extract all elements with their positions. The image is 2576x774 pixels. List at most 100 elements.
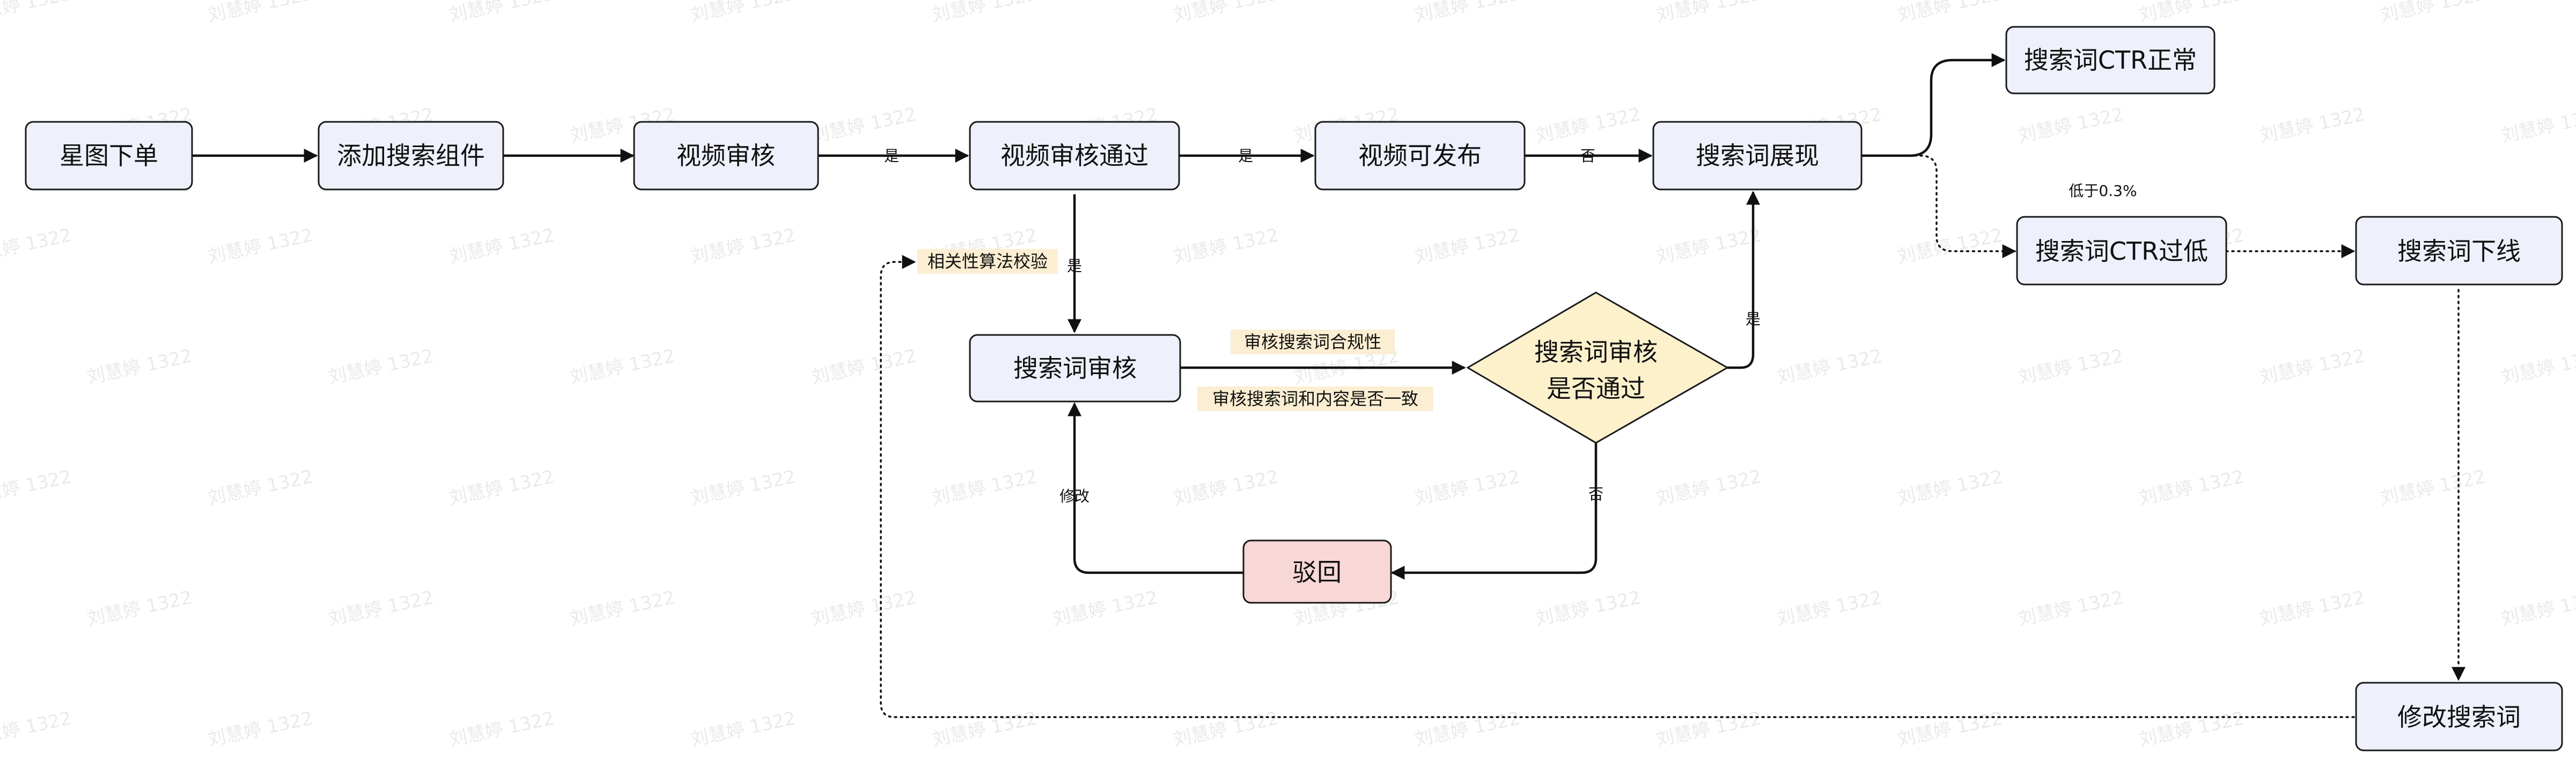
watermark-text: 刘慧婷 1322: [2379, 466, 2487, 509]
watermark-text: 刘慧婷 1322: [1896, 0, 2005, 26]
watermark-text: 刘慧婷 1322: [568, 345, 677, 389]
watermark-text: 刘慧婷 1322: [0, 224, 73, 268]
watermark-text: 刘慧婷 1322: [1654, 224, 1763, 268]
watermark-text: 刘慧婷 1322: [2499, 345, 2576, 389]
watermark-text: 刘慧婷 1322: [327, 345, 436, 389]
node-review-decision[interactable]: 搜索词审核 是否通过: [1466, 291, 1729, 444]
watermark-text: 刘慧婷 1322: [2258, 345, 2367, 389]
node-video-review[interactable]: 视频审核: [633, 121, 819, 191]
node-video-review-label: 视频审核: [676, 141, 775, 170]
watermark-text: 刘慧婷 1322: [930, 707, 1039, 751]
relevance-label-bg: [917, 249, 1058, 274]
watermark-text: 刘慧婷 1322: [1413, 0, 1522, 26]
watermark-text: 刘慧婷 1322: [1896, 466, 2005, 509]
watermark-text: 刘慧婷 1322: [85, 345, 194, 389]
watermark-text: 刘慧婷 1322: [206, 0, 315, 26]
edge-label-modify: 修改: [1059, 487, 1090, 505]
watermark-text: 刘慧婷 1322: [809, 345, 918, 389]
node-ctr-low-label: 搜索词CTR过低: [2035, 237, 2208, 266]
node-video-publishable[interactable]: 视频可发布: [1314, 121, 1526, 191]
watermark-text: 刘慧婷 1322: [2499, 104, 2576, 147]
node-video-publishable-label: 视频可发布: [1358, 141, 1482, 170]
node-keyword-offline-label: 搜索词下线: [2397, 237, 2521, 266]
watermark-text: 刘慧婷 1322: [1172, 466, 1280, 509]
watermark-text: 刘慧婷 1322: [2379, 0, 2487, 26]
watermark-text: 刘慧婷 1322: [689, 466, 798, 509]
watermark-text: 刘慧婷 1322: [2137, 0, 2246, 26]
watermark-text: 刘慧婷 1322: [2137, 466, 2246, 509]
node-modify-keyword[interactable]: 修改搜索词: [2355, 682, 2563, 751]
watermark-text: 刘慧婷 1322: [2258, 104, 2367, 147]
watermark-text: 刘慧婷 1322: [2137, 707, 2246, 751]
nodes: 星图下单 添加搜索组件 视频审核 视频审核通过 视频可发布 搜索词展现 搜索词C…: [25, 26, 2563, 751]
watermark-text: 刘慧婷 1322: [1654, 466, 1763, 509]
node-xingtu[interactable]: 星图下单: [25, 121, 193, 191]
watermark-text: 刘慧婷 1322: [809, 587, 918, 630]
consistency-label-bg: [1197, 386, 1433, 411]
node-keyword-display[interactable]: 搜索词展现: [1652, 121, 1863, 191]
edge-display-to-ctr-low: [1860, 155, 2016, 258]
watermark-text: 刘慧婷 1322: [206, 466, 315, 509]
node-add-component[interactable]: 添加搜索组件: [318, 121, 504, 191]
watermark-text: 刘慧婷 1322: [206, 707, 315, 751]
watermark-text: 刘慧婷 1322: [689, 707, 798, 751]
watermark-text: 刘慧婷 1322: [206, 224, 315, 268]
watermark-text: 刘慧婷 1322: [1172, 224, 1280, 268]
node-keyword-display-label: 搜索词展现: [1696, 141, 1819, 170]
compliance-label-bg: [1231, 330, 1395, 354]
edge-label-yes-1: 是: [884, 147, 899, 165]
watermark-text: 刘慧婷 1322: [1413, 224, 1522, 268]
edge-label-yes-2: 是: [1238, 147, 1253, 165]
node-keyword-review-label: 搜索词审核: [1013, 354, 1137, 383]
watermark-text: 刘慧婷 1322: [809, 104, 918, 147]
watermark-text: 刘慧婷 1322: [1172, 0, 1280, 26]
edge-label-yes-down: 是: [1067, 257, 1082, 275]
node-xingtu-label: 星图下单: [60, 141, 158, 170]
edge-label-relevance-check: 相关性算法校验: [928, 251, 1048, 272]
watermark-text: 刘慧婷 1322: [2016, 345, 2125, 389]
watermark-text: 刘慧婷 1322: [327, 587, 436, 630]
watermark-text: 刘慧婷 1322: [930, 466, 1039, 509]
watermark-text: 刘慧婷 1322: [0, 466, 73, 509]
watermark-text: 刘慧婷 1322: [447, 466, 556, 509]
node-reject-label: 驳回: [1292, 558, 1342, 587]
edge-decision-to-reject: [1390, 441, 1598, 580]
watermark-text: 刘慧婷 1322: [930, 0, 1039, 26]
watermark-text: 刘慧婷 1322: [689, 0, 798, 26]
node-modify-keyword-label: 修改搜索词: [2397, 703, 2521, 732]
edges: [192, 53, 2465, 718]
edge-display-to-ctr-normal: [1861, 53, 2006, 157]
watermark-layer: 刘慧婷 1322 刘慧婷 1322 刘慧婷 1322 刘慧婷 1322 刘慧婷 1322…: [0, 0, 2576, 751]
node-video-review-pass[interactable]: 视频审核通过: [969, 121, 1180, 191]
watermark-text: 刘慧婷 1322: [1172, 707, 1280, 751]
node-ctr-low[interactable]: 搜索词CTR过低: [2016, 216, 2227, 286]
watermark-text: 刘慧婷 1322: [1534, 104, 1643, 147]
watermark-text: 刘慧婷 1322: [2258, 587, 2367, 630]
edge-label-compliance: 审核搜索词合规性: [1244, 332, 1381, 352]
watermark-text: 刘慧婷 1322: [1775, 587, 1884, 630]
watermark-text: 刘慧婷 1322: [1654, 0, 1763, 26]
watermark-text: 刘慧婷 1322: [689, 224, 798, 268]
watermark-text: 刘慧婷 1322: [0, 707, 73, 751]
node-keyword-review[interactable]: 搜索词审核: [969, 334, 1181, 403]
node-ctr-normal[interactable]: 搜索词CTR正常: [2005, 26, 2216, 94]
watermark-text: 刘慧婷 1322: [568, 587, 677, 630]
watermark-text: 刘慧婷 1322: [1896, 224, 2005, 268]
watermark-text: 刘慧婷 1322: [1654, 707, 1763, 751]
watermark-text: 刘慧婷 1322: [1534, 587, 1643, 630]
watermark-text: 刘慧婷 1322: [1896, 707, 2005, 751]
watermark-text: 刘慧婷 1322: [1413, 707, 1522, 751]
node-add-component-label: 添加搜索组件: [337, 141, 485, 170]
edge-label-decision-no: 否: [1588, 485, 1603, 503]
watermark-text: 刘慧婷 1322: [2016, 104, 2125, 147]
node-reject[interactable]: 驳回: [1242, 539, 1392, 604]
watermark-text: 刘慧婷 1322: [1413, 466, 1522, 509]
watermark-text: 刘慧婷 1322: [447, 707, 556, 751]
edge-label-no-1: 否: [1580, 147, 1595, 165]
node-review-decision-line2: 是否通过: [1547, 374, 1645, 403]
edge-decision-to-display: [1727, 191, 1760, 369]
edge-label-below: 低于0.3%: [2069, 182, 2137, 200]
node-keyword-offline[interactable]: 搜索词下线: [2355, 216, 2563, 286]
watermark-text: 刘慧婷 1322: [2016, 587, 2125, 630]
